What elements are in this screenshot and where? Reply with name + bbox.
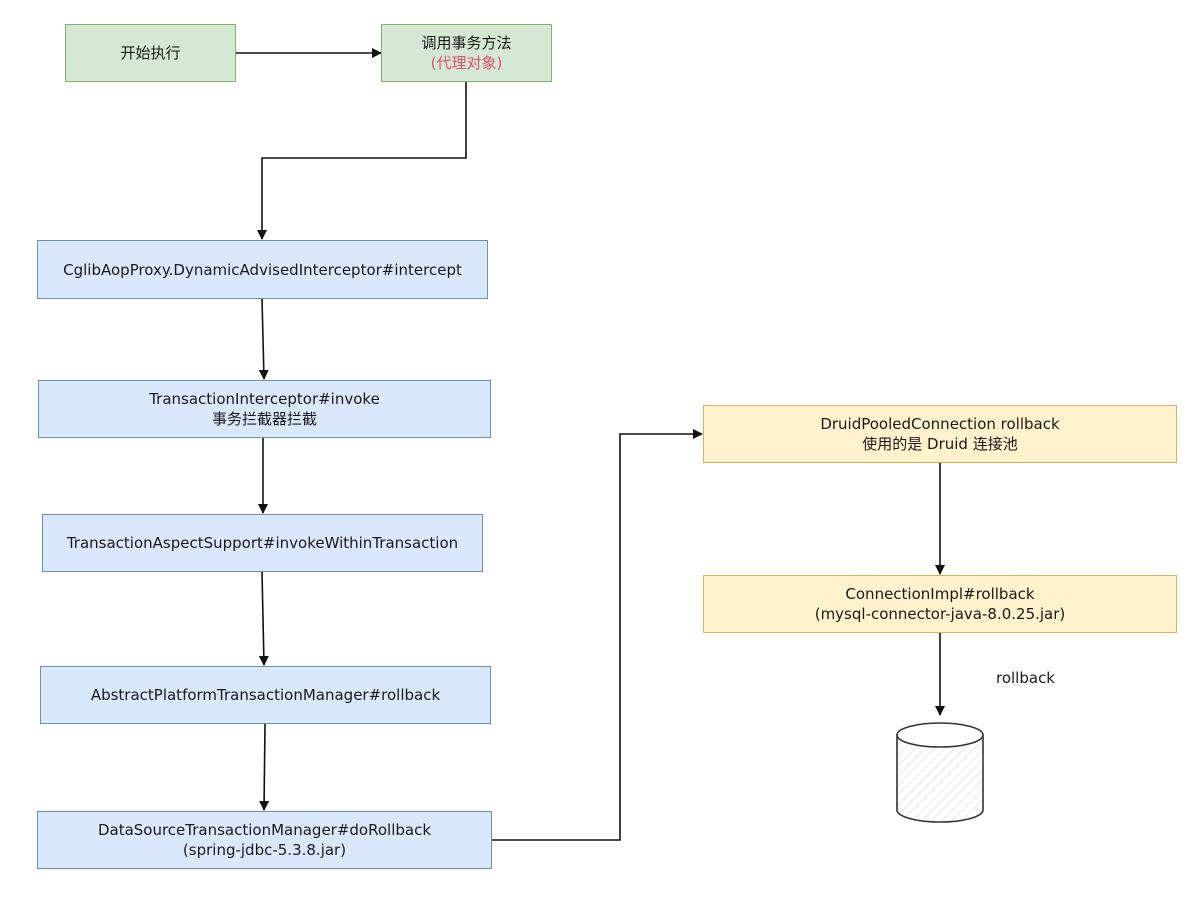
cglib-node-label: CglibAopProxy.DynamicAdvisedInterceptor#… bbox=[63, 260, 462, 279]
tx-interceptor-label: TransactionInterceptor#invoke bbox=[149, 390, 380, 408]
ds-tm-sublabel: (spring-jdbc-5.3.8.jar) bbox=[182, 841, 347, 859]
druid-node-sublabel: 使用的是 Druid 连接池 bbox=[862, 435, 1018, 453]
call-transaction-method-node: 调用事务方法 (代理对象) bbox=[381, 24, 552, 82]
abstract-ptm-label: AbstractPlatformTransactionManager#rollb… bbox=[90, 686, 441, 704]
abstract-platform-tm-node: AbstractPlatformTransactionManager#rollb… bbox=[40, 666, 491, 724]
call-node-label: 调用事务方法 bbox=[421, 34, 512, 52]
call-node-sublabel: (代理对象) bbox=[430, 54, 503, 72]
tx-interceptor-sublabel: 事务拦截器拦截 bbox=[211, 410, 317, 428]
edge-abstractptm-to-dstm bbox=[259, 723, 270, 811]
connection-impl-label: ConnectionImpl#rollback bbox=[845, 585, 1035, 603]
connection-impl-sublabel: (mysql-connector-java-8.0.25.jar) bbox=[814, 605, 1066, 623]
druid-connection-node: DruidPooledConnection rollback 使用的是 Drui… bbox=[703, 405, 1177, 463]
cglib-intercept-node: CglibAopProxy.DynamicAdvisedInterceptor#… bbox=[37, 240, 488, 299]
database-icon bbox=[896, 722, 984, 823]
connection-impl-node: ConnectionImpl#rollback (mysql-connector… bbox=[703, 575, 1177, 633]
edge-dstm-to-druid bbox=[492, 429, 703, 841]
edge-cglib-to-txinterceptor bbox=[258, 298, 269, 380]
ds-tm-label: DataSourceTransactionManager#doRollback bbox=[97, 821, 432, 839]
aspect-support-label: TransactionAspectSupport#invokeWithinTra… bbox=[66, 534, 459, 552]
transaction-interceptor-node: TransactionInterceptor#invoke 事务拦截器拦截 bbox=[38, 380, 491, 438]
datasource-tm-node: DataSourceTransactionManager#doRollback … bbox=[37, 811, 492, 869]
start-node-label: 开始执行 bbox=[120, 44, 181, 62]
edge-aspect-to-abstractptm bbox=[258, 571, 269, 666]
edge-call-to-cglib bbox=[257, 82, 467, 240]
druid-node-label: DruidPooledConnection rollback bbox=[820, 415, 1060, 433]
rollback-edge-label: rollback bbox=[996, 669, 1055, 687]
transaction-aspect-support-node: TransactionAspectSupport#invokeWithinTra… bbox=[42, 514, 483, 572]
start-node: 开始执行 bbox=[65, 24, 236, 82]
